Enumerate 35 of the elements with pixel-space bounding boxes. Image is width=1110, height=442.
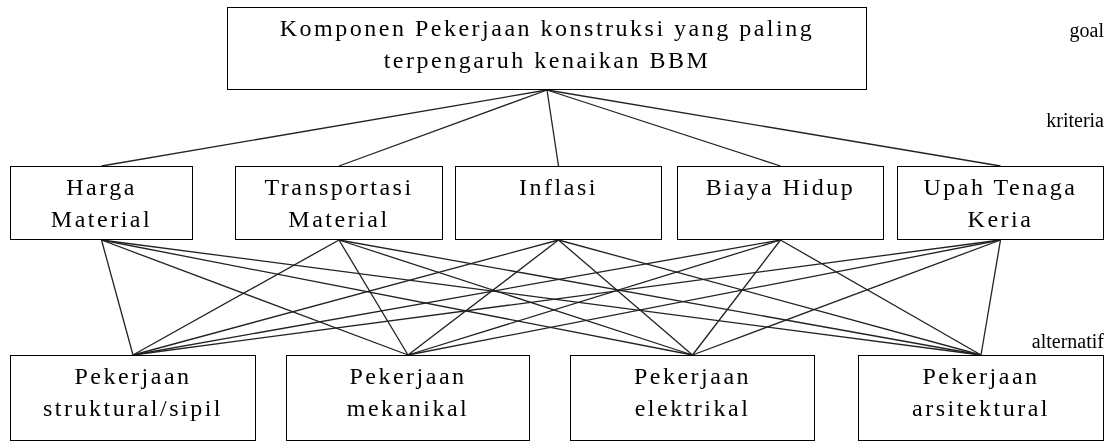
- connector-line: [132, 239, 340, 356]
- level-label: goal: [1069, 18, 1104, 42]
- node-box: [897, 166, 1104, 240]
- node-box: [10, 355, 256, 441]
- node-text: Komponen Pekerjaan konstruksi yang paling terpengaruh kenaikan BBM: [278, 14, 816, 75]
- connector-line: [407, 239, 560, 356]
- node-box: [455, 166, 662, 240]
- node-text: Pekerjaan mekanikal: [345, 362, 471, 423]
- connector-line: [338, 239, 409, 356]
- node-box: [227, 7, 867, 90]
- node-box: [286, 355, 530, 441]
- connector-line: [980, 239, 1002, 356]
- node-text: Harga Material: [49, 173, 154, 234]
- node-box: [10, 166, 193, 240]
- connector-line: [691, 239, 1002, 356]
- connector-line: [100, 239, 134, 356]
- node-box: [677, 166, 884, 240]
- node-box: [858, 355, 1104, 441]
- connector-line: [546, 89, 1002, 167]
- node-box: [235, 166, 443, 240]
- node-text: Biaya Hidup: [705, 173, 856, 202]
- level-label: alternatif: [1031, 329, 1104, 353]
- level-label: kriteria: [1046, 108, 1104, 132]
- node-text: Pekerjaan struktural/sipil: [42, 362, 224, 423]
- connector-line: [546, 89, 560, 167]
- connector-line: [691, 239, 782, 356]
- connector-line: [338, 89, 548, 167]
- node-text: Pekerjaan arsitektural: [911, 362, 1051, 423]
- connector-line: [557, 239, 694, 356]
- connector-line: [779, 239, 982, 356]
- node-box: [570, 355, 815, 441]
- node-text: Upah Tenaga Keria: [922, 173, 1079, 234]
- node-text: Transportasi Material: [263, 173, 415, 234]
- node-text: Pekerjaan elektrikal: [632, 362, 753, 423]
- node-text: Inflasi: [519, 173, 598, 202]
